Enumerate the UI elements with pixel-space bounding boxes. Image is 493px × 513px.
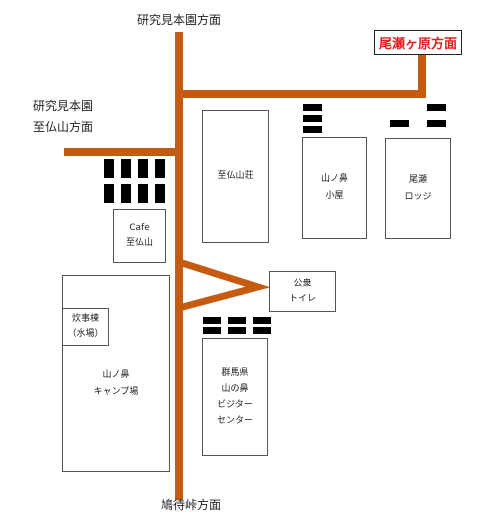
parking-block bbox=[138, 184, 148, 203]
parking-block bbox=[104, 159, 114, 178]
cafe-label-line2: 至仏山 bbox=[125, 238, 153, 248]
kitchen-building[interactable]: 炊事棟 （水場） bbox=[62, 308, 109, 346]
parking-block bbox=[427, 120, 446, 127]
direction-north-label: 研究見本園方面 bbox=[137, 13, 222, 27]
visitor-center-label-line2: 山の鼻 bbox=[221, 383, 249, 394]
visitor-center-label-line1: 群馬県 bbox=[221, 367, 249, 378]
shibutsu-sanso-label: 至仏山荘 bbox=[217, 171, 254, 181]
yamanohana-goya-label-line2: 小屋 bbox=[325, 191, 344, 201]
yamanohana-goya-label-line1: 山ノ鼻 bbox=[320, 174, 348, 184]
road-to-ozegahara-north bbox=[418, 53, 426, 98]
cafe-shibutsu-building[interactable]: Cafe 至仏山 bbox=[113, 209, 166, 263]
shibutsu-sanso-building[interactable]: 至仏山荘 bbox=[202, 110, 269, 243]
parking-block bbox=[427, 104, 446, 111]
toilet-label-line2: トイレ bbox=[288, 293, 316, 304]
parking-block bbox=[104, 184, 114, 203]
toilet-label-line1: 公衆 bbox=[293, 278, 312, 289]
direction-west-label-line1: 研究見本園 bbox=[33, 99, 94, 113]
parking-block bbox=[303, 115, 322, 122]
yamanohana-goya-building[interactable]: 山ノ鼻 小屋 bbox=[302, 137, 367, 239]
oze-lodge-label-line2: ロッジ bbox=[404, 191, 432, 202]
parking-block bbox=[203, 327, 221, 334]
oze-lodge-building[interactable]: 尾瀬 ロッジ bbox=[385, 138, 451, 239]
direction-west-label-line2: 至仏山方面 bbox=[33, 120, 94, 134]
kitchen-label-line2: （水場） bbox=[67, 329, 104, 339]
road-to-ozegahara bbox=[179, 90, 426, 98]
oze-lodge-label-line1: 尾瀬 bbox=[408, 174, 427, 185]
public-toilet-building[interactable]: 公衆 トイレ bbox=[269, 271, 336, 312]
parking-block bbox=[155, 184, 165, 203]
campsite-label-line1: 山ノ鼻 bbox=[102, 369, 130, 380]
kitchen-label-line1: 炊事棟 bbox=[71, 314, 99, 324]
parking-block bbox=[121, 159, 131, 178]
parking-block bbox=[303, 104, 322, 111]
parking-block bbox=[121, 184, 131, 203]
campsite-label-line2: キャンプ場 bbox=[93, 386, 139, 397]
visitor-center-label-line4: センター bbox=[216, 415, 253, 426]
direction-south-label: 鳩待峠方面 bbox=[161, 498, 222, 512]
direction-ozegahara-label: 尾瀬ヶ原方面 bbox=[374, 30, 463, 55]
parking-block bbox=[253, 327, 271, 334]
parking-block bbox=[253, 317, 271, 324]
road-to-shibutsu bbox=[64, 148, 183, 156]
visitor-center-building[interactable]: 群馬県 山の鼻 ビジター センター bbox=[202, 338, 268, 456]
parking-block bbox=[138, 159, 148, 178]
visitor-center-label-line3: ビジター bbox=[217, 399, 253, 410]
parking-block bbox=[155, 159, 165, 178]
campsite-area[interactable]: 山ノ鼻 キャンプ場 bbox=[62, 275, 170, 472]
parking-block bbox=[390, 120, 409, 127]
parking-block bbox=[303, 126, 322, 133]
parking-block bbox=[228, 317, 246, 324]
cafe-label-line1: Cafe bbox=[129, 223, 150, 233]
parking-block bbox=[228, 327, 246, 334]
parking-block bbox=[203, 317, 221, 324]
